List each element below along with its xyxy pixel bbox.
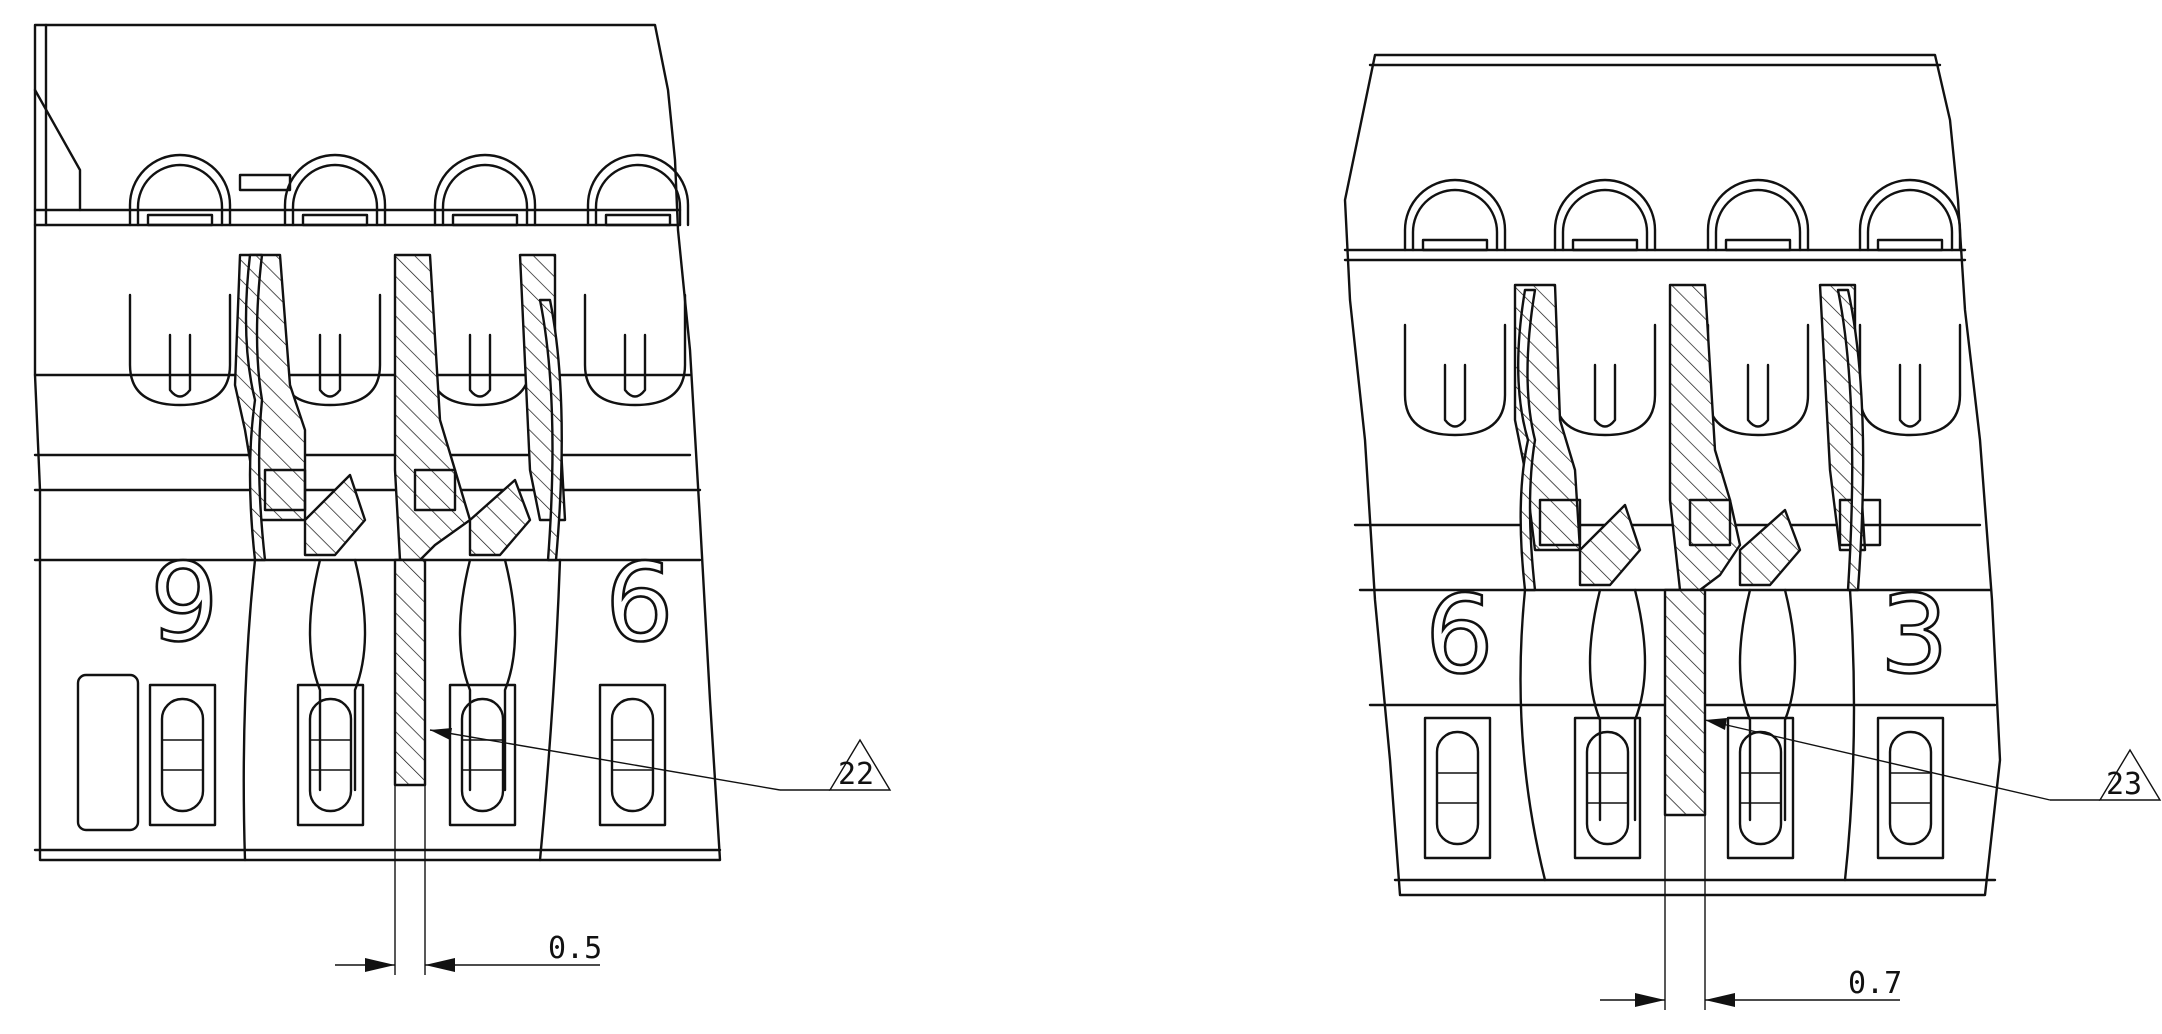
pin-number-9: 9 xyxy=(150,541,219,666)
left-sectional-view: 9 6 22 0.5 xyxy=(33,23,892,975)
right-sectional-view: 6 3 23 0.7 xyxy=(1343,53,2162,1010)
pin-number-3: 3 xyxy=(1880,573,1949,698)
dimension-0-5: 0.5 xyxy=(548,931,602,966)
callout-22: 22 xyxy=(838,757,874,792)
pin-number-6: 6 xyxy=(605,541,674,666)
callout-23: 23 xyxy=(2106,767,2142,802)
dimension-0-7: 0.7 xyxy=(1848,966,1902,1001)
pin-number-6-right: 6 xyxy=(1425,573,1494,698)
